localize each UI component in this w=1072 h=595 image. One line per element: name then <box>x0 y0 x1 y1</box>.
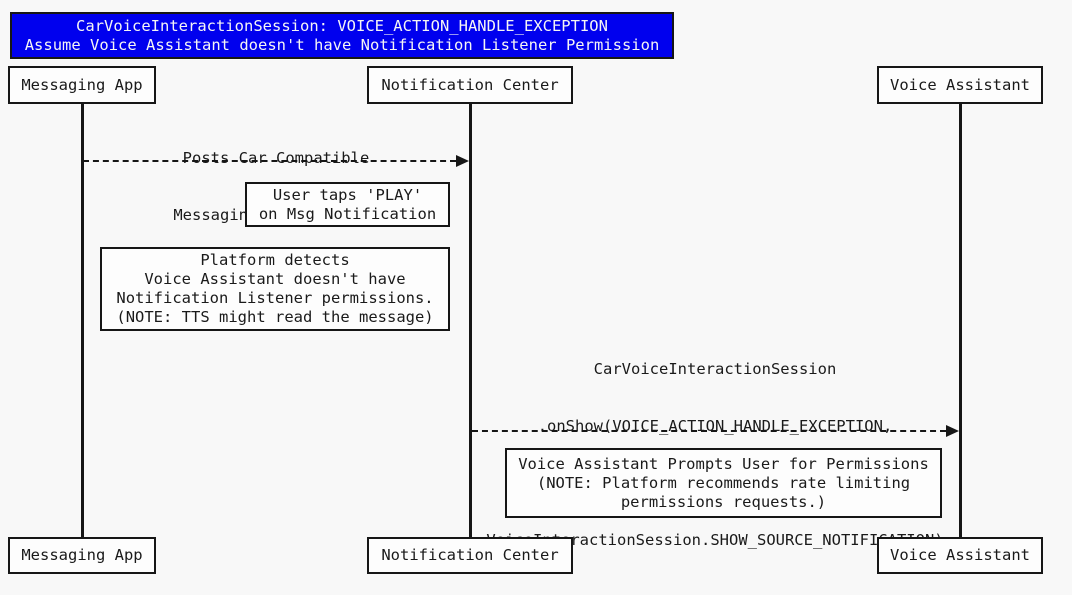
actor-messaging-app-bottom: Messaging App <box>8 537 156 574</box>
actor-voice-assistant-bottom: Voice Assistant <box>877 537 1043 574</box>
lifeline-notification-center <box>469 103 472 539</box>
message-1-arrow <box>83 160 456 162</box>
note-3-line-2: (NOTE: Platform recommends rate limiting <box>536 473 911 492</box>
message-1-arrowhead-icon <box>456 155 469 167</box>
lifeline-messaging-app <box>81 103 84 539</box>
message-1-line-1: Posts Car Compatible <box>182 149 370 167</box>
actor-voice-assistant-top: Voice Assistant <box>877 66 1043 104</box>
message-2-line-4: VoiceInteractionSession.SHOW_SOURCE_NOTI… <box>486 531 944 549</box>
diagram-title-line-1: CarVoiceInteractionSession: VOICE_ACTION… <box>76 16 608 35</box>
note-2-line-1: Platform detects <box>200 251 350 269</box>
message-2-arrow <box>472 430 946 432</box>
actor-voice-assistant-label-bottom: Voice Assistant <box>890 546 1030 564</box>
note-platform-detects: Platform detects Voice Assistant doesn't… <box>100 247 450 331</box>
note-1-line-1: User taps 'PLAY' <box>272 185 423 204</box>
actor-notification-center-bottom: Notification Center <box>367 537 573 574</box>
actor-notification-center-label: Notification Center <box>381 75 559 94</box>
note-user-taps-play: User taps 'PLAY' on Msg Notification <box>245 182 450 227</box>
message-2-arrowhead-icon <box>946 425 959 437</box>
message-2-line-2: .onShow(VOICE_ACTION_HANDLE_EXCEPTION, <box>537 417 893 435</box>
note-3-line-1: Voice Assistant Prompts User for Permiss… <box>518 454 929 473</box>
note-2-line-2: Voice Assistant doesn't have <box>144 270 406 288</box>
actor-messaging-app-label: Messaging App <box>21 75 143 94</box>
actor-notification-center-label-bottom: Notification Center <box>381 546 559 564</box>
note-2-line-4: (NOTE: TTS might read the message) <box>116 308 434 326</box>
actor-voice-assistant-label: Voice Assistant <box>890 75 1030 94</box>
note-2-line-3: Notification Listener permissions. <box>116 289 434 307</box>
message-2-line-1: CarVoiceInteractionSession <box>593 360 837 378</box>
actor-messaging-app-top: Messaging App <box>8 66 156 104</box>
note-3-line-3: permissions requests.) <box>620 492 827 511</box>
diagram-title: CarVoiceInteractionSession: VOICE_ACTION… <box>10 12 674 59</box>
lifeline-voice-assistant <box>959 103 962 539</box>
diagram-title-line-2: Assume Voice Assistant doesn't have Noti… <box>24 35 660 54</box>
note-permissions-prompt: Voice Assistant Prompts User for Permiss… <box>505 448 942 518</box>
note-1-line-2: on Msg Notification <box>258 204 437 223</box>
actor-messaging-app-label-bottom: Messaging App <box>21 546 143 564</box>
actor-notification-center-top: Notification Center <box>367 66 573 104</box>
